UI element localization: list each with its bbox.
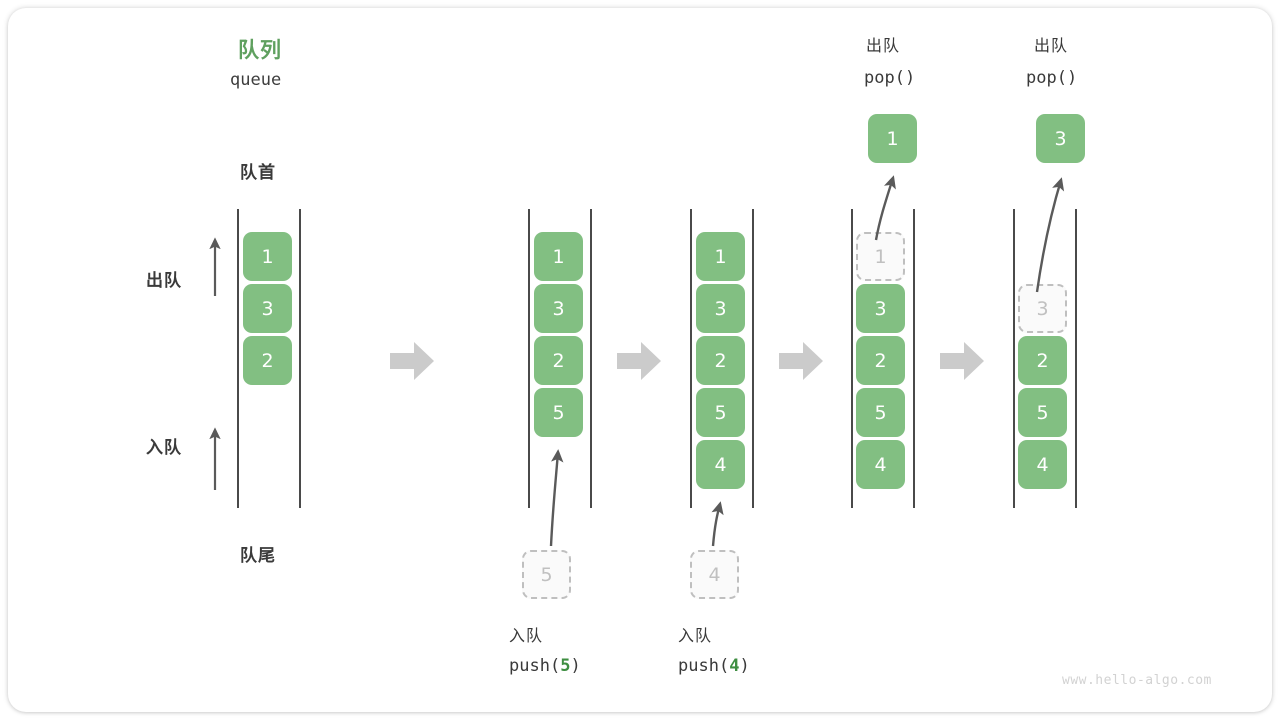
popped-item-3: 3: [1036, 114, 1085, 163]
staged-item-push-5: 5: [522, 550, 571, 599]
queue-item: 3: [534, 284, 583, 333]
queue-item: 5: [1018, 388, 1067, 437]
popped-item-1: 1: [868, 114, 917, 163]
queue-tail-label: 队尾: [240, 546, 276, 565]
queue-rail-left-step2: [690, 209, 692, 508]
code-arg: 5: [560, 656, 571, 676]
queue-item: 2: [856, 336, 905, 385]
queue-rail-left-step0: [237, 209, 239, 508]
queue-head-label: 队首: [240, 163, 276, 182]
diagram-title-en: queue: [230, 70, 282, 90]
queue-item: 3: [243, 284, 292, 333]
watermark: www.hello-algo.com: [1062, 673, 1212, 688]
queue-item: 4: [856, 440, 905, 489]
step-separator-arrow-icon-3: [779, 342, 823, 380]
step-separator-arrow-icon-2: [617, 342, 661, 380]
queue-item: 2: [534, 336, 583, 385]
step-caption-cn-push-5: 入队: [509, 628, 544, 645]
step-separator-arrow-icon-1: [390, 342, 434, 380]
code-suffix: ): [739, 656, 750, 676]
queue-rail-right-step3: [913, 209, 915, 508]
step-caption-cn-pop-3: 出队: [1034, 38, 1069, 55]
queue-rail-left-step4: [1013, 209, 1015, 508]
side-label-enqueue: 入队: [146, 438, 182, 457]
step-caption-code-pop-3: pop(): [1026, 68, 1077, 88]
step-caption-cn-push-4: 入队: [678, 628, 713, 645]
queue-item: 2: [696, 336, 745, 385]
queue-item: 4: [1018, 440, 1067, 489]
step-caption-cn-pop-1: 出队: [866, 38, 901, 55]
queue-rail-right-step0: [299, 209, 301, 508]
queue-item: 5: [856, 388, 905, 437]
queue-item: 2: [1018, 336, 1067, 385]
code-suffix: ): [570, 656, 581, 676]
queue-item: 3: [696, 284, 745, 333]
queue-item: 1: [534, 232, 583, 281]
queue-item-new: 4: [696, 440, 745, 489]
queue-item: 1: [696, 232, 745, 281]
step-separator-arrow-icon-4: [940, 342, 984, 380]
queue-item-new: 5: [534, 388, 583, 437]
step-caption-code-pop-1: pop(): [864, 68, 915, 88]
step-caption-code-push-4: push(4): [678, 656, 750, 676]
code-suffix: ): [1066, 68, 1078, 88]
queue-item-removed: 1: [856, 232, 905, 281]
step-caption-code-push-5: push(5): [509, 656, 581, 676]
code-prefix: pop(: [864, 68, 905, 88]
queue-rail-right-step1: [590, 209, 592, 508]
code-suffix: ): [904, 68, 916, 88]
queue-rail-left-step3: [851, 209, 853, 508]
queue-item: 3: [856, 284, 905, 333]
queue-item: 5: [696, 388, 745, 437]
queue-item-removed: 3: [1018, 284, 1067, 333]
code-prefix: push(: [509, 656, 561, 676]
code-prefix: push(: [678, 656, 730, 676]
queue-rail-right-step2: [752, 209, 754, 508]
code-arg: 4: [729, 656, 740, 676]
side-label-dequeue: 出队: [146, 271, 182, 290]
queue-rail-left-step1: [528, 209, 530, 508]
diagram-title-cn: 队列: [238, 39, 282, 62]
queue-item: 1: [243, 232, 292, 281]
queue-item: 2: [243, 336, 292, 385]
queue-rail-right-step4: [1075, 209, 1077, 508]
code-prefix: pop(: [1026, 68, 1067, 88]
staged-item-push-4: 4: [690, 550, 739, 599]
